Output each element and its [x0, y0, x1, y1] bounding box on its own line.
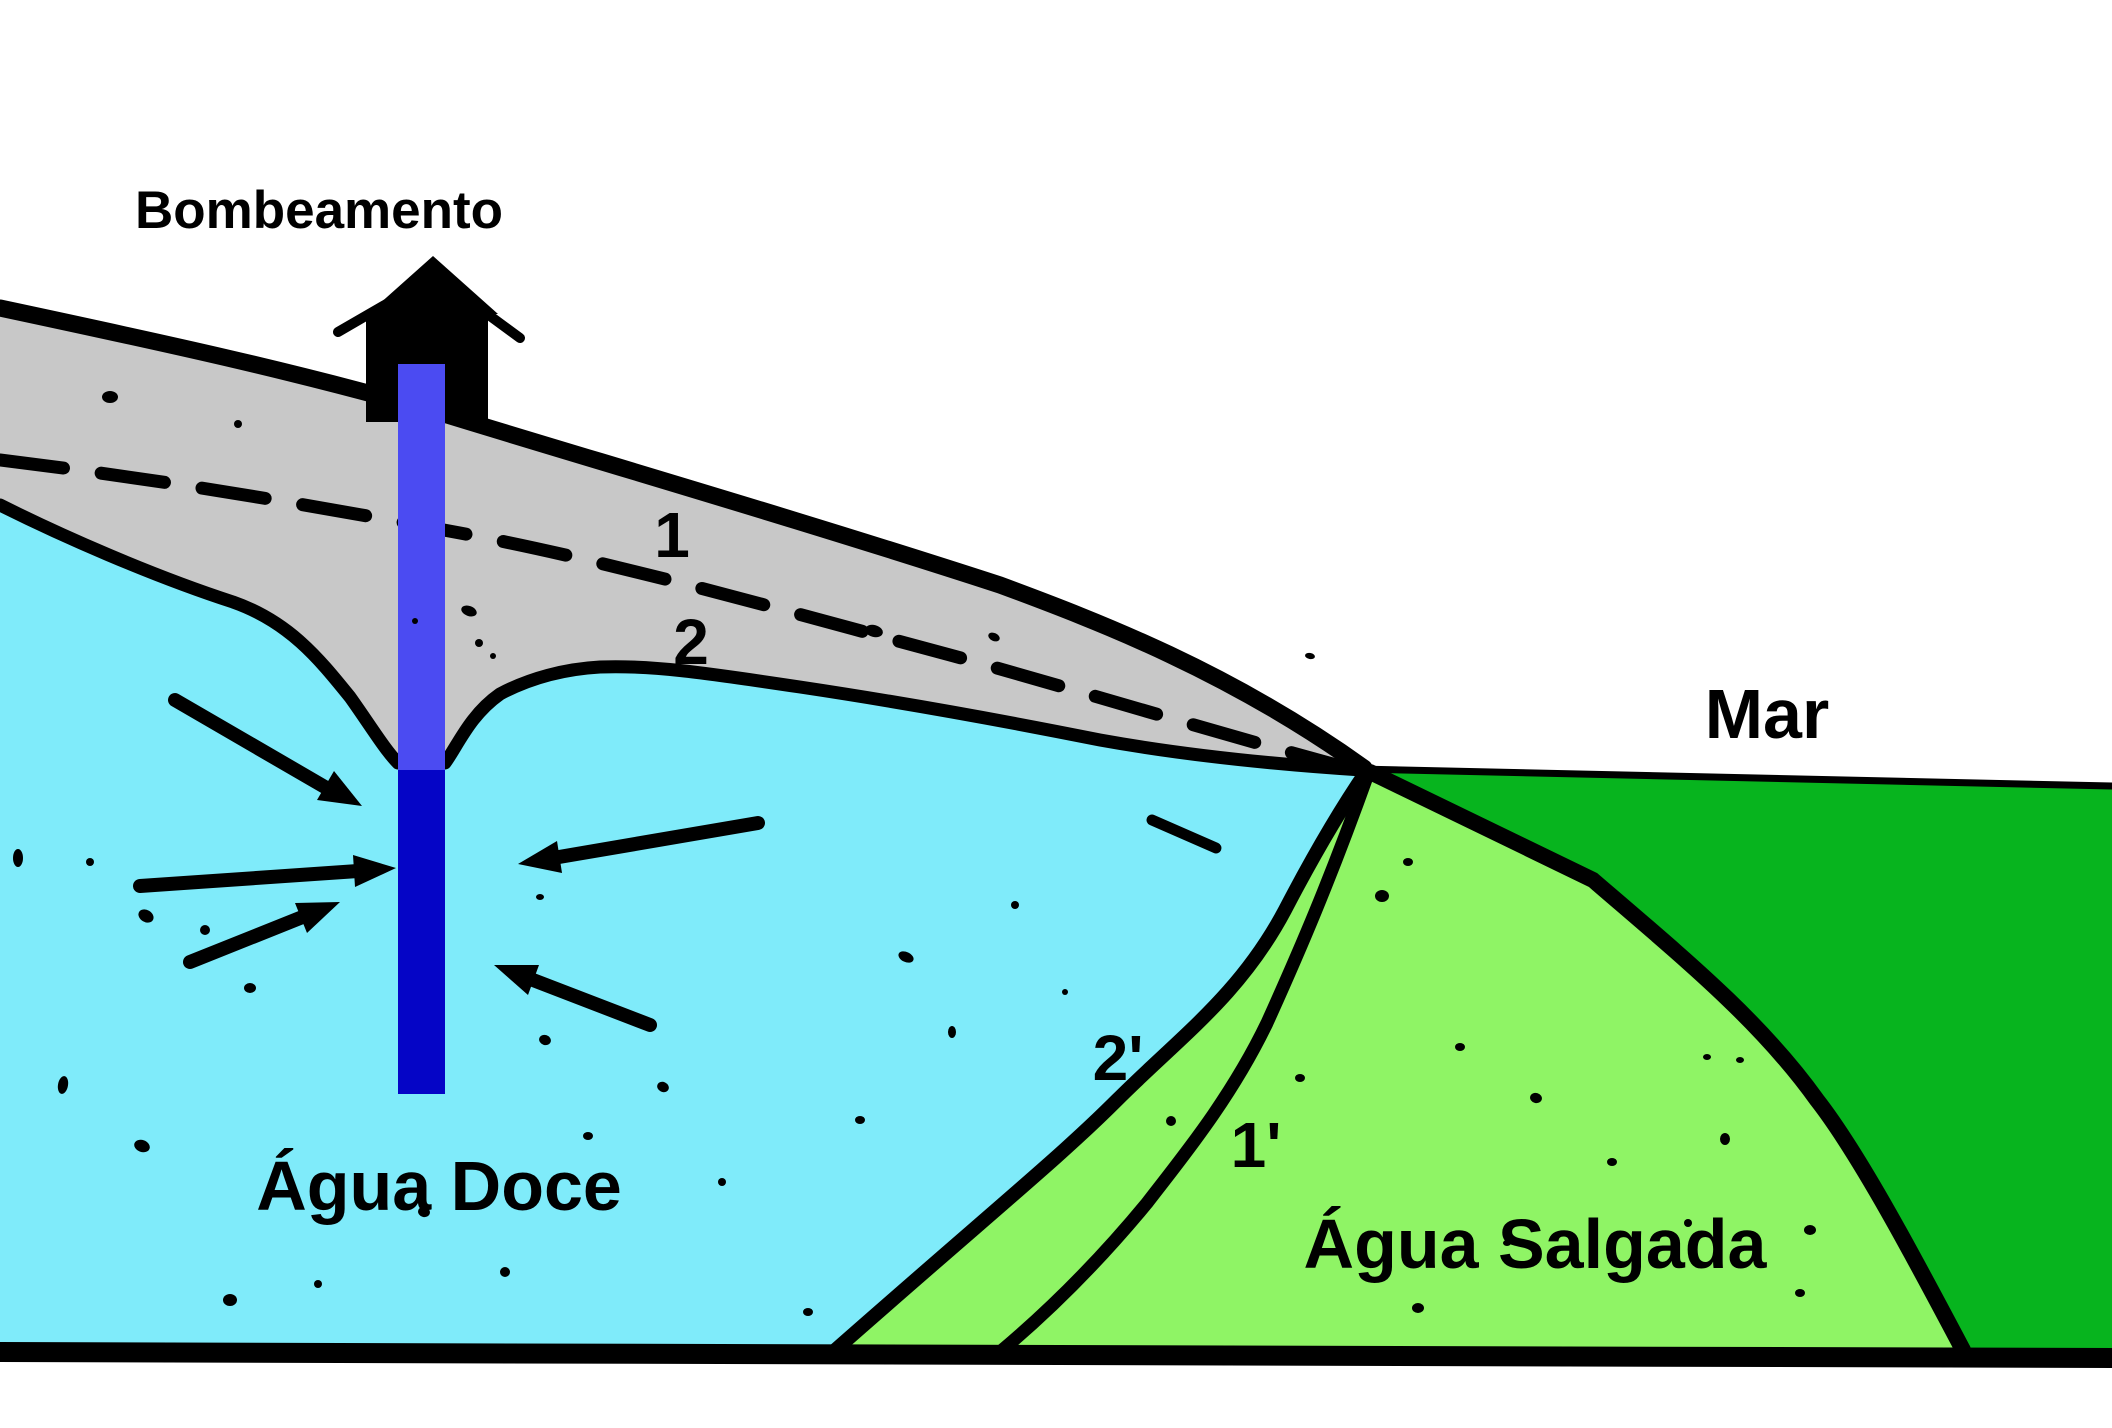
pumped-water-table-line	[0, 498, 1369, 777]
water-table-pumped-label: 2	[673, 606, 709, 678]
original-interface-line	[993, 767, 1375, 1359]
flow-arrow	[494, 965, 657, 1032]
sea-region	[1362, 770, 2112, 1352]
well-casing-lower	[398, 770, 445, 1094]
pump-label: Bombeamento	[135, 181, 503, 240]
sediment-specks	[13, 391, 1816, 1316]
vadose-zone-region	[0, 308, 1370, 770]
original-water-table-dashed-line	[0, 453, 1347, 773]
salt-water-label: Água Salgada	[1304, 1205, 1768, 1283]
pumped-interface-line	[826, 765, 1373, 1359]
flow-arrow	[183, 902, 340, 969]
aquifer-base-line	[0, 1342, 2112, 1368]
interface-original-label: 1'	[1231, 1109, 1282, 1181]
sea-level-line	[1354, 765, 2112, 790]
fresh-water-region	[0, 505, 1370, 1352]
flow-arrow	[133, 855, 396, 893]
interface-pumped-label: 2'	[1093, 1022, 1144, 1094]
fresh-water-label: Água Doce	[256, 1147, 622, 1225]
flow-arrow	[518, 816, 765, 873]
flow-arrow	[168, 693, 362, 806]
water-table-original-label: 1	[654, 499, 690, 571]
flow-arrows	[133, 693, 765, 1032]
sea-floor-line	[1362, 764, 1971, 1358]
well-casing-upper	[398, 364, 445, 770]
ground-surface-line	[0, 299, 1373, 777]
salt-water-region	[833, 770, 1963, 1352]
sea-label: Mar	[1705, 675, 1829, 753]
